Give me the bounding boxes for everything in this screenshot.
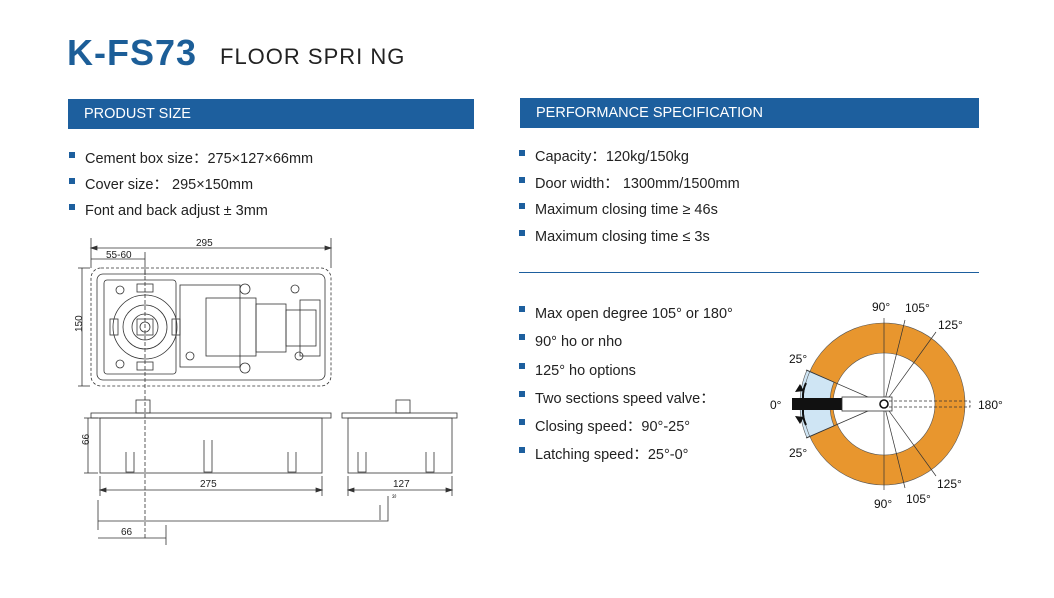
dim-295-label: 295 bbox=[196, 238, 213, 249]
performance-heading: PERFORMANCE SPECIFICATION bbox=[520, 98, 979, 128]
list-item: Capacity：120kg/150kg bbox=[518, 144, 740, 171]
list-item: 90° ho or nho bbox=[518, 328, 733, 356]
list-item: Two sections speed valve： bbox=[518, 385, 733, 413]
angle-label-25-upper: 25° bbox=[789, 352, 807, 366]
list-item: Latching speed：25°-0° bbox=[518, 441, 733, 469]
list-item: Door width： 1300mm/1500mm bbox=[518, 171, 740, 198]
dim-55-60-label: 55-60 bbox=[106, 250, 132, 261]
feature-list: Max open degree 105° or 180° 90° ho or n… bbox=[518, 300, 733, 470]
angle-label-180: 180° bbox=[978, 398, 1003, 412]
product-name: FLOOR SPRI NG bbox=[220, 44, 406, 69]
dim-partial-label: ³⁾ bbox=[392, 493, 397, 502]
list-item: Closing speed：90°-25° bbox=[518, 413, 733, 441]
technical-drawing: 295 55-60 150 66 275 127 66 ³⁾ bbox=[74, 238, 458, 545]
performance-spec-list: Capacity：120kg/150kg Door width： 1300mm/… bbox=[518, 144, 740, 250]
list-item: 125° ho options bbox=[518, 357, 733, 385]
product-size-heading: PRODUST SIZE bbox=[68, 99, 474, 129]
dim-66-bottom-label: 66 bbox=[121, 527, 133, 538]
list-item: Cover size： 295×150mm bbox=[68, 172, 313, 198]
dim-275-label: 275 bbox=[200, 479, 217, 490]
angle-label-0: 0° bbox=[770, 398, 782, 412]
angle-label-125-bottom: 125° bbox=[937, 477, 962, 491]
angle-label-90-bottom: 90° bbox=[874, 497, 892, 511]
dim-66-side-label: 66 bbox=[81, 433, 92, 445]
product-size-list: Cement box size：275×127×66mm Cover size：… bbox=[68, 146, 313, 224]
angle-label-105-top: 105° bbox=[905, 301, 930, 315]
dim-150-label: 150 bbox=[74, 315, 85, 332]
list-item: Maximum closing time ≤ 3s bbox=[518, 224, 740, 251]
dim-127-label: 127 bbox=[393, 479, 410, 490]
pivot-point bbox=[879, 399, 889, 409]
angle-label-90-top: 90° bbox=[872, 300, 890, 314]
list-item: Maximum closing time ≥ 46s bbox=[518, 197, 740, 224]
angle-label-105-bottom: 105° bbox=[906, 492, 931, 506]
list-item: Max open degree 105° or 180° bbox=[518, 300, 733, 328]
angle-label-125-top: 125° bbox=[938, 318, 963, 332]
list-item: Font and back adjust ± 3mm bbox=[68, 198, 313, 224]
angle-label-25-lower: 25° bbox=[789, 446, 807, 460]
angle-diagram: 90° 105° 125° 25° 0° 180° 25° 125° 90° 1… bbox=[770, 300, 1003, 511]
section-divider bbox=[519, 272, 979, 273]
list-item: Cement box size：275×127×66mm bbox=[68, 146, 313, 172]
model-title: K-FS73 bbox=[67, 32, 198, 73]
